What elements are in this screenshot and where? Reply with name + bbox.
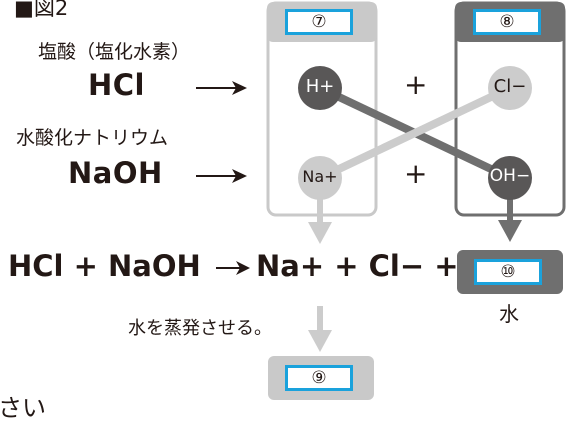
acid-name-label: 塩酸（塩化水素） [38,41,191,63]
footer-fragment: さい [0,394,46,422]
figure-title: ■図2 [14,0,69,20]
arrow-down-evap-head [308,330,332,352]
acid-formula: HCl [88,68,145,102]
equation-left: HCl + NaOH [8,249,201,283]
plus-bottom: + [404,157,428,190]
base-name-label: 水酸化ナトリウム [16,127,169,149]
ion-label-na: Na+ [302,167,338,186]
plus-top: + [404,68,428,101]
answer-blank-8[interactable]: ⑧ [473,9,541,35]
ion-label-oh: OH− [489,166,531,186]
arrow-down-na-shaft [317,198,323,224]
answer-blank-10[interactable]: ⑩ [474,259,542,285]
ion-circle-oh [488,156,532,200]
arrow-naoh-head [232,169,247,183]
ion-label-h: H+ [305,76,335,97]
water-label: 水 [499,302,519,326]
answer-blank-7[interactable]: ⑦ [285,9,353,35]
link-cl-na [318,84,512,182]
ion-label-cl: Cl− [493,76,527,97]
diagram-stage: ■図2 塩酸（塩化水素） HCl 水酸化ナトリウム NaOH H+ Cl− Na… [0,0,566,422]
arrow-down-oh-head [498,220,522,242]
answer-blank-9[interactable]: ⑨ [285,365,353,391]
arrow-equation-head [236,261,250,275]
arrow-down-evap-shaft [317,306,323,332]
ion-circle-h [298,66,342,110]
evaporate-label: 水を蒸発させる。 [128,318,272,339]
arrow-down-oh-shaft [507,196,513,222]
base-formula: NaOH [68,156,163,190]
ion-circle-cl [488,66,532,110]
arrow-down-na-head [308,222,332,244]
ion-circle-na [298,156,342,200]
equation-right: Na+ + Cl− + [256,249,459,283]
arrow-hcl-head [232,81,247,95]
